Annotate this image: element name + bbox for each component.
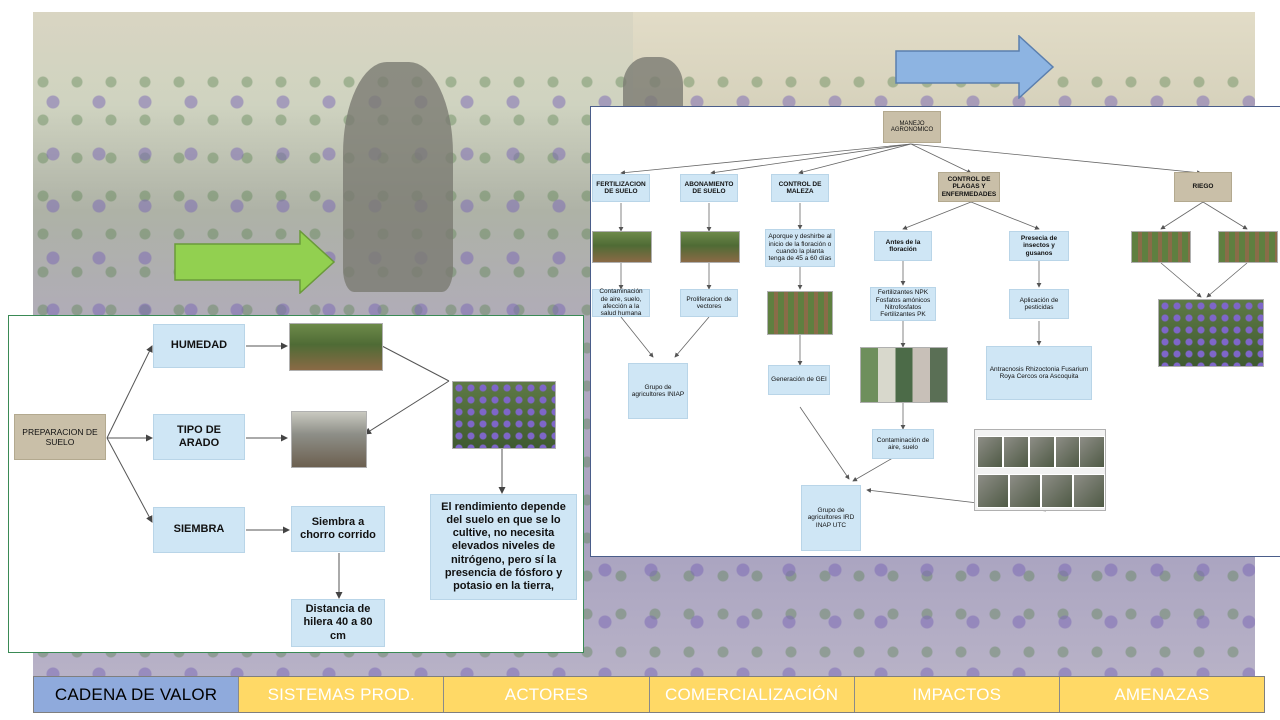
node-contaminacion-salud: Contaminación de aire, suelo, afección a… bbox=[592, 288, 650, 317]
tab-comercializacion[interactable]: COMERCIALIZACIÓN bbox=[649, 677, 855, 712]
photo-disease-samples bbox=[974, 429, 1106, 511]
agronomic-management-diagram: MANEJO AGRONOMICO FERTILIZACION DE SUELO… bbox=[590, 106, 1280, 557]
node-abonamiento-suelo: ABONAMIENTO DE SUELO bbox=[680, 174, 738, 202]
photo-fertilizer-bags bbox=[860, 347, 948, 403]
photo-humedad-field bbox=[289, 323, 383, 371]
node-enfermedades: Antracnosis Rhizoctonia Fusarium Roya Ce… bbox=[986, 346, 1092, 400]
photo-riego-1 bbox=[1131, 231, 1191, 263]
node-grupo-agricultores-ird: Grupo de agricultores IRD INAP UTC bbox=[801, 485, 861, 551]
background-person bbox=[343, 62, 453, 292]
node-siembra-chorro-corrido: Siembra a chorro corrido bbox=[291, 506, 385, 552]
photo-riego-2 bbox=[1218, 231, 1278, 263]
photo-maleza bbox=[767, 291, 833, 335]
node-antes-floracion: Antes de la floración bbox=[874, 231, 932, 261]
tab-actores[interactable]: ACTORES bbox=[444, 677, 650, 712]
connector-lines bbox=[106, 342, 506, 599]
node-grupo-agricultores-iniap: Grupo de agricultores INIAP bbox=[628, 363, 688, 419]
tab-cadena-de-valor[interactable]: CADENA DE VALOR bbox=[34, 677, 240, 712]
node-generacion-gei: Generación de GEI bbox=[768, 365, 830, 395]
node-aporque-deshierbe: Aporque y deshirbe al inicio de la flora… bbox=[765, 229, 835, 267]
tab-sistemas-prod[interactable]: SISTEMAS PROD. bbox=[239, 677, 445, 712]
node-siembra: SIEMBRA bbox=[153, 507, 245, 553]
node-fertilizantes: Fertilizantes NPK Fosfatos amónicos Nitr… bbox=[870, 287, 936, 321]
node-rendimiento: El rendimiento depende del suelo en que … bbox=[430, 494, 577, 600]
blue-right-arrow bbox=[895, 35, 1055, 99]
bottom-nav-bar: CADENA DE VALOR SISTEMAS PROD. ACTORES C… bbox=[33, 676, 1265, 713]
node-riego: RIEGO bbox=[1174, 172, 1232, 202]
node-aplicacion-pesticidas: Aplicación de pesticidas bbox=[1009, 289, 1069, 319]
node-distancia-hilera: Distancia de hilera 40 a 80 cm bbox=[291, 599, 385, 647]
connector-lines bbox=[618, 143, 1248, 512]
photo-fertilizacion bbox=[592, 231, 652, 263]
photo-tractor bbox=[291, 411, 367, 468]
node-preparacion-suelo: PREPARACION DE SUELO bbox=[14, 414, 106, 460]
node-control-maleza: CONTROL DE MALEZA bbox=[771, 174, 829, 202]
node-tipo-de-arado: TIPO DE ARADO bbox=[153, 414, 245, 460]
photo-lupine-flowers bbox=[452, 381, 556, 449]
node-humedad: HUMEDAD bbox=[153, 324, 245, 368]
node-control-plagas: CONTROL DE PLAGAS Y ENFERMEDADES bbox=[938, 172, 1000, 202]
node-presencia-insectos: Presecia de insectos y gusanos bbox=[1009, 231, 1069, 261]
tab-impactos[interactable]: IMPACTOS bbox=[854, 677, 1060, 712]
photo-abonamiento bbox=[680, 231, 740, 263]
node-manejo-agronomico: MANEJO AGRONOMICO bbox=[883, 111, 941, 143]
tab-amenazas[interactable]: AMENAZAS bbox=[1059, 677, 1265, 712]
soil-preparation-diagram: PREPARACION DE SUELO HUMEDAD TIPO DE ARA… bbox=[8, 315, 584, 653]
node-contaminacion-aire-suelo: Contaminación de aire, suelo bbox=[872, 429, 934, 459]
green-right-arrow bbox=[174, 230, 336, 294]
node-proliferacion-vectores: Proliferacion de vectores bbox=[680, 289, 738, 317]
photo-riego-flowers bbox=[1158, 299, 1264, 367]
node-fertilizacion-suelo: FERTILIZACION DE SUELO bbox=[592, 174, 650, 202]
